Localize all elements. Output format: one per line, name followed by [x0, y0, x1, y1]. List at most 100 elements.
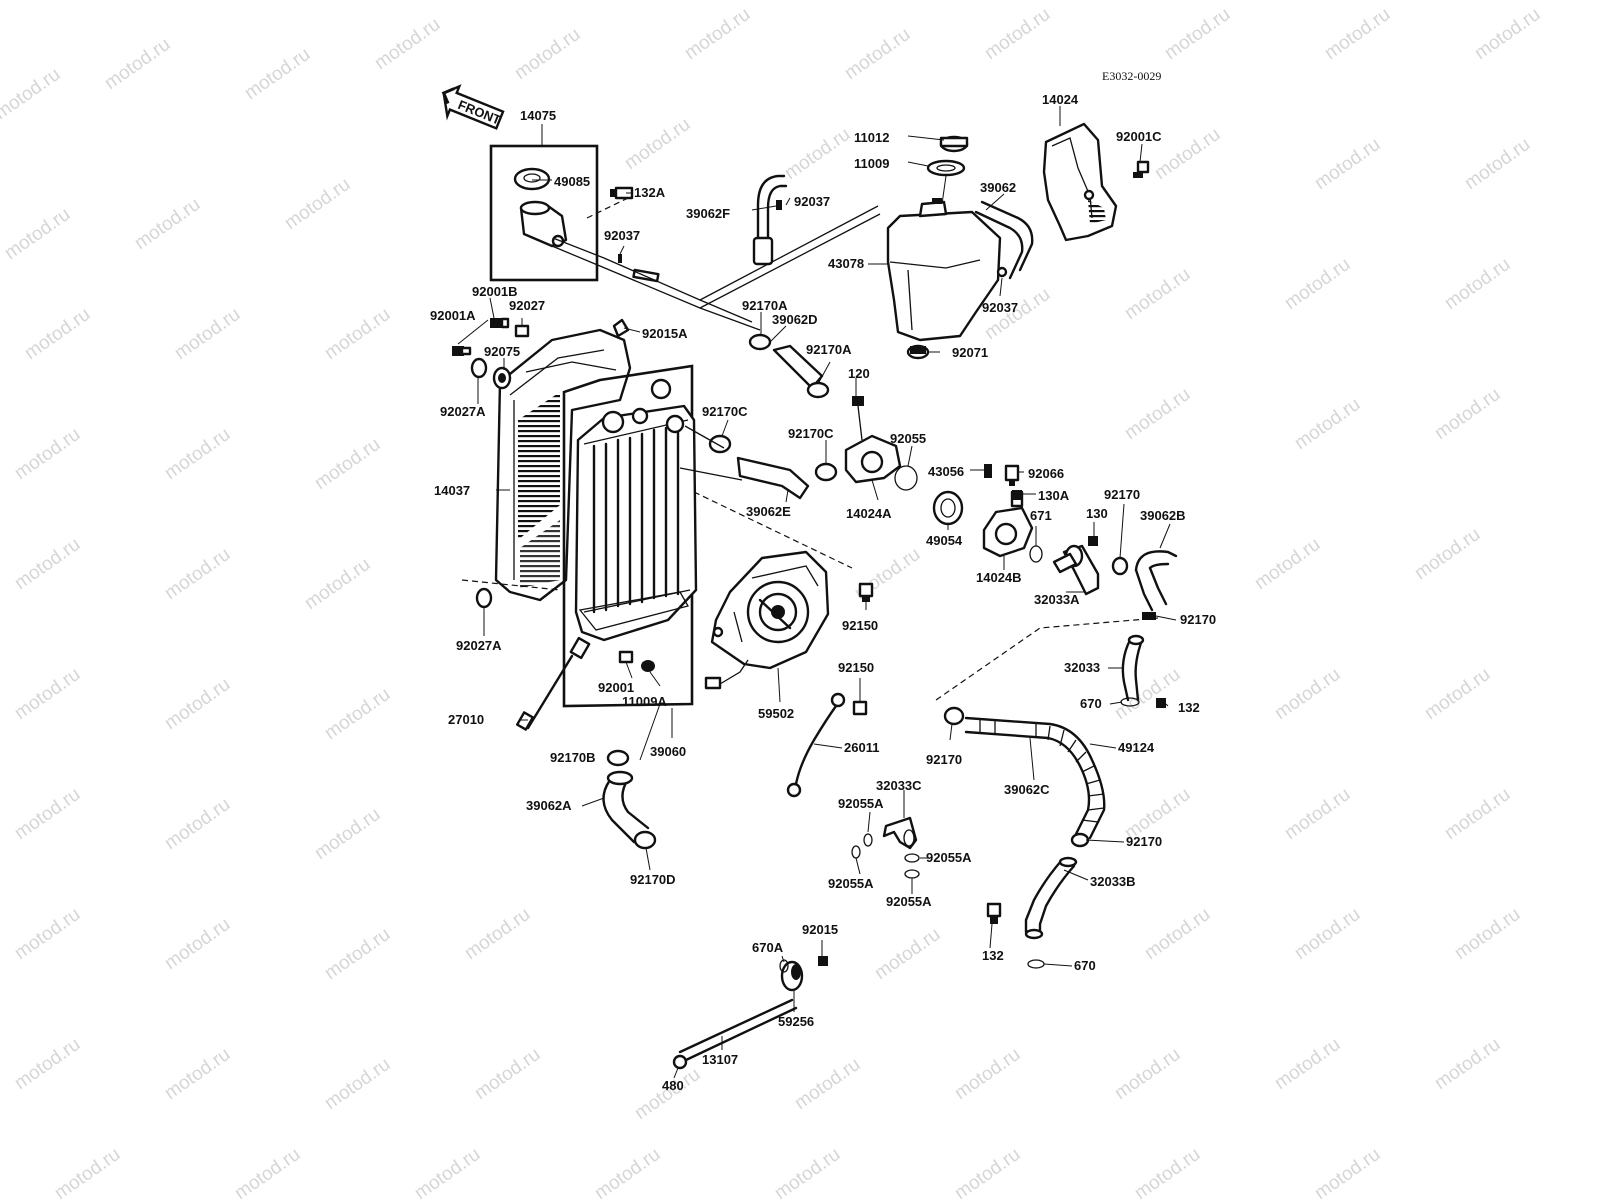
part-label: 92001: [598, 680, 634, 695]
part-label: 92001C: [1116, 129, 1162, 144]
part-label: 92075: [484, 344, 520, 359]
shroud-14024: [1042, 122, 1118, 242]
watermark-text: motod.ru: [281, 174, 354, 234]
watermark-text: motod.ru: [321, 684, 394, 744]
part-label: 39060: [650, 744, 686, 759]
part-label: 92170C: [702, 404, 748, 419]
radiator-box: [562, 364, 694, 708]
o-ring-670-b: [1027, 959, 1045, 969]
part-label: 670: [1074, 958, 1096, 973]
part-label: 92150: [838, 660, 874, 675]
hose-39062B: [1134, 550, 1178, 612]
part-label: 671: [1030, 508, 1052, 523]
watermark-text: motod.ru: [681, 4, 754, 64]
part-label: 92037: [794, 194, 830, 209]
part-label: 11012: [854, 130, 889, 145]
watermark-text: motod.ru: [11, 424, 84, 484]
grommet-92075: [492, 366, 512, 390]
part-label: 49054: [926, 533, 963, 548]
part-label: 670: [1080, 696, 1102, 711]
watermark-text: motod.ru: [131, 194, 204, 254]
part-label: 14037: [434, 483, 470, 498]
part-label: 13107: [702, 1052, 738, 1067]
watermark-text: motod.ru: [51, 1144, 124, 1200]
clamp-92037-top: [618, 254, 622, 263]
bolt-92015: [818, 956, 828, 966]
part-label: 670A: [752, 940, 784, 955]
part-label: 14024: [1042, 92, 1079, 107]
reserve-tank-43078: [886, 135, 1002, 342]
watermark-text: motod.ru: [161, 794, 234, 854]
ground-wire-26011: [786, 692, 846, 798]
part-label: 59256: [778, 1014, 814, 1029]
clamp-92170D: [633, 830, 657, 850]
watermark-text: motod.ru: [11, 1034, 84, 1094]
watermark-text: motod.ru: [161, 914, 234, 974]
part-label: 92170: [1126, 834, 1162, 849]
o-ring-92055A-4: [904, 869, 920, 879]
watermark-text: motod.ru: [621, 114, 694, 174]
part-label: 14024B: [976, 570, 1022, 585]
part-label: 130: [1086, 506, 1108, 521]
bolt-92150-b: [852, 700, 868, 716]
seal-670A: [779, 959, 789, 973]
watermark-text: motod.ru: [1441, 254, 1514, 314]
part-label: 92170C: [788, 426, 834, 441]
bolt-92150-a: [858, 582, 874, 602]
bolt-130A: [1012, 490, 1022, 500]
bolt-92001C: [1133, 160, 1150, 178]
o-ring-92055A-2: [851, 845, 861, 859]
nut-480: [672, 1054, 688, 1070]
bolt-132-a: [1156, 698, 1166, 708]
hose-stub: [632, 268, 660, 283]
watermark-text: motod.ru: [301, 554, 374, 614]
watermark-text: motod.ru: [371, 14, 444, 74]
filler-neck-group: [489, 144, 761, 331]
hose-39062A: [602, 749, 657, 850]
part-label: 92055A: [828, 876, 874, 891]
watermark-text: motod.ru: [1111, 1044, 1184, 1104]
part-label: 480: [662, 1078, 684, 1093]
watermark-text: motod.ru: [1411, 524, 1484, 584]
watermark-text: motod.ru: [1271, 1034, 1344, 1094]
part-label: 92071: [952, 345, 988, 360]
watermark-text: motod.ru: [1451, 904, 1524, 964]
watermark-text: motod.ru: [511, 24, 584, 84]
part-label: 32033: [1064, 660, 1100, 675]
part-label: 11009: [854, 156, 889, 171]
watermark-text: motod.ru: [231, 1144, 304, 1200]
part-label: 92027A: [440, 404, 486, 419]
part-label: 92170A: [806, 342, 852, 357]
plug-92001: [618, 650, 634, 664]
part-label: 92055: [890, 431, 926, 446]
grommet-92071: [906, 344, 930, 360]
part-label: 92055A: [886, 894, 932, 909]
part-label: 14075: [520, 108, 556, 123]
part-label: 92066: [1028, 466, 1064, 481]
watermark-text: motod.ru: [11, 904, 84, 964]
watermark-text: motod.ru: [1131, 1144, 1204, 1200]
watermark-text: motod.ru: [781, 124, 854, 184]
watermark-text: motod.ru: [11, 664, 84, 724]
diagram-code: E3032-0029: [1102, 69, 1161, 83]
watermark-text: motod.ru: [161, 674, 234, 734]
part-label: 39062E: [746, 504, 791, 519]
part-label: 132: [1178, 700, 1200, 715]
watermark-text: motod.ru: [1281, 254, 1354, 314]
watermark-text: motod.ru: [411, 1144, 484, 1200]
radiator-front-assembly: [562, 364, 698, 708]
radiator-fins: [592, 422, 680, 614]
pipe-32033: [1121, 634, 1145, 702]
clamp-92170-d: [1070, 832, 1090, 848]
o-ring-92055A-1: [863, 833, 873, 847]
thermostat-49054: [932, 490, 964, 526]
part-label: 32033B: [1090, 874, 1136, 889]
bolt-132-b: [986, 902, 1002, 924]
part-label: 59502: [758, 706, 794, 721]
pipe-32033B: [1024, 856, 1078, 940]
front-arrow-icon: FRONT: [441, 84, 505, 130]
watermark-text: motod.ru: [631, 1064, 704, 1124]
part-label: 92150: [842, 618, 878, 633]
watermark-text: motod.ru: [951, 1044, 1024, 1104]
